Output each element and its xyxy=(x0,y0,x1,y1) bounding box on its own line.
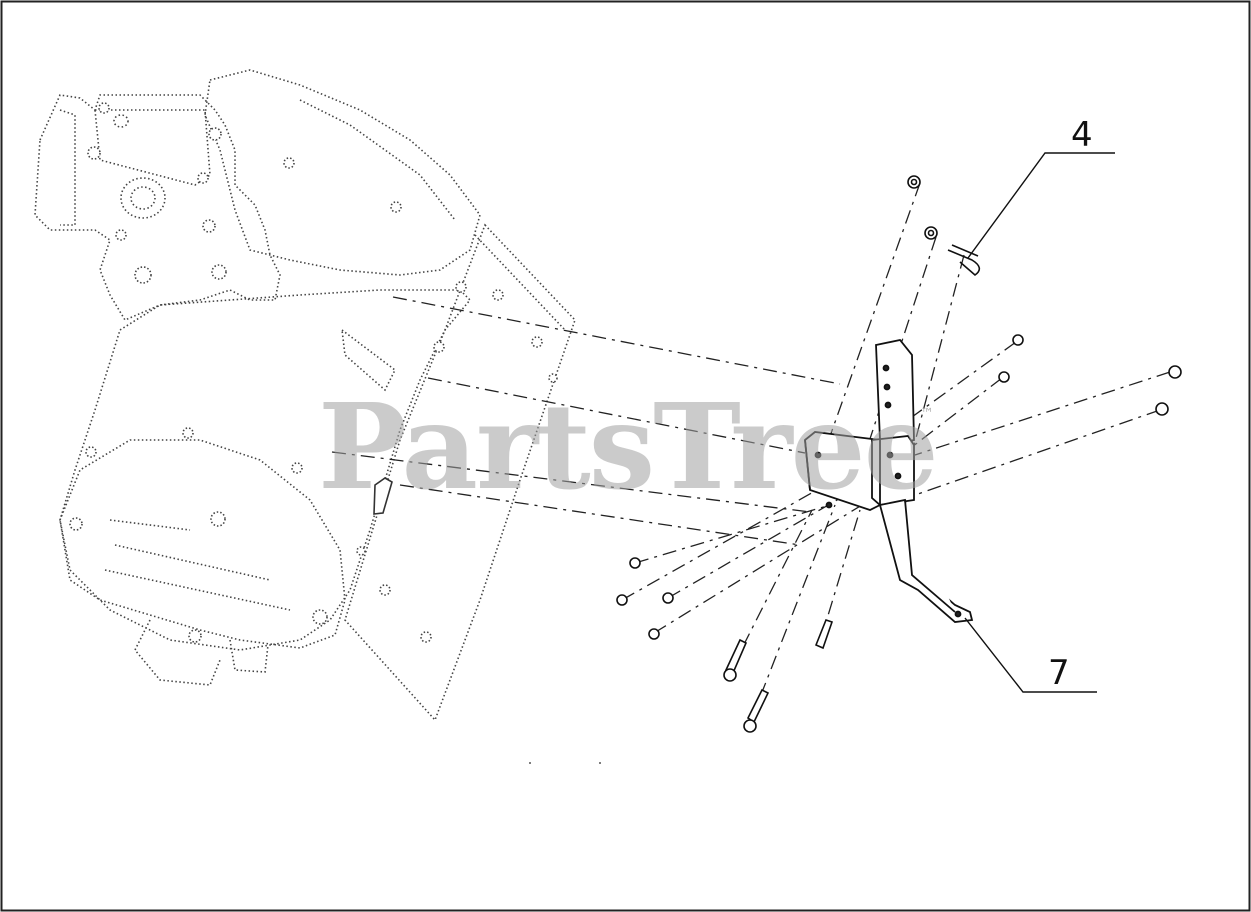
callout-label-7[interactable]: 7 xyxy=(1048,653,1070,693)
depth-bar-assembly xyxy=(804,339,974,623)
spacer-sleeve xyxy=(373,477,393,515)
scan-specks xyxy=(529,762,601,764)
hex-bolts xyxy=(723,334,1182,733)
hex-nuts xyxy=(616,175,938,640)
watermark-text: PartsTree xyxy=(318,377,939,516)
callout-label-4[interactable]: 4 xyxy=(1071,115,1093,155)
housing-bolts xyxy=(69,102,558,643)
partstree-watermark: PartsTree xyxy=(318,388,939,506)
watermark-trademark: ™ xyxy=(920,406,934,422)
hair-pin-clip xyxy=(947,244,981,277)
callout-leaders xyxy=(964,152,1115,693)
